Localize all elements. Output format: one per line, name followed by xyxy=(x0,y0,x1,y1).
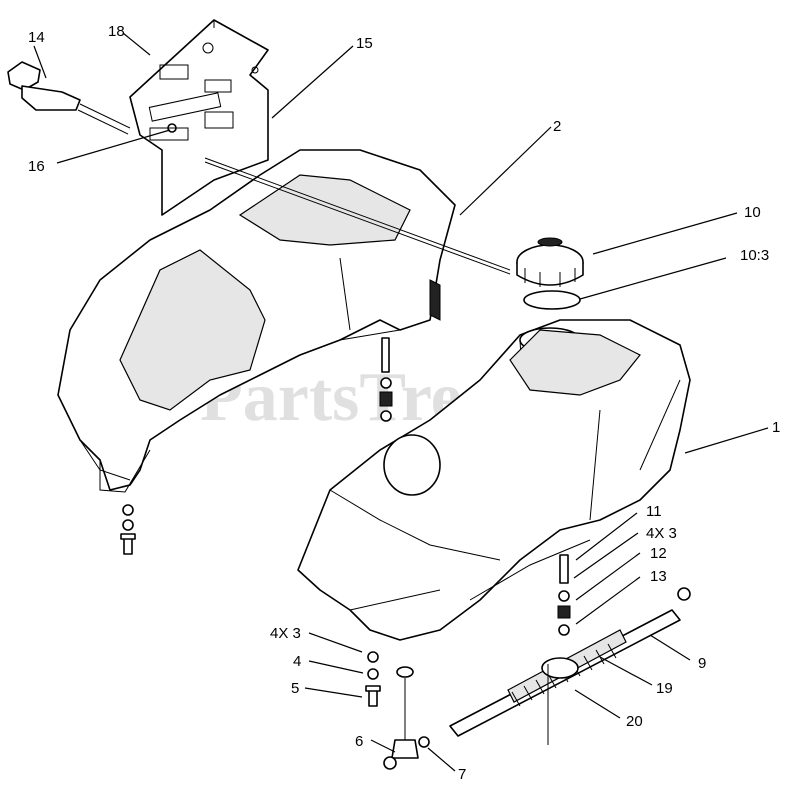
part-7-clamp[interactable] xyxy=(418,736,430,748)
callout-4x3-left: 4X 3 xyxy=(270,625,301,642)
part-6-valve[interactable] xyxy=(383,666,419,770)
callout-7: 7 xyxy=(458,766,466,783)
tank-fasteners-left[interactable] xyxy=(365,651,381,707)
link-rod[interactable] xyxy=(204,157,511,275)
callout-10: 10 xyxy=(744,204,761,221)
callout-20: 20 xyxy=(626,713,643,730)
part-20-cable-tie[interactable] xyxy=(541,657,579,745)
callout-4x3-right: 4X 3 xyxy=(646,525,677,542)
callout-18: 18 xyxy=(108,23,125,40)
part-1-fuel-tank[interactable] xyxy=(297,319,691,641)
callout-15: 15 xyxy=(356,35,373,52)
part-18-mounting-plate[interactable] xyxy=(129,19,269,216)
hose-clip[interactable] xyxy=(677,587,691,601)
callout-16: 16 xyxy=(28,158,45,175)
callout-9: 9 xyxy=(698,655,706,672)
callout-2: 2 xyxy=(553,118,561,135)
callout-5: 5 xyxy=(291,680,299,697)
leader-lines xyxy=(33,32,769,772)
part-2-fender-cover[interactable] xyxy=(57,149,456,493)
callout-12: 12 xyxy=(650,545,667,562)
callout-labels: 14 18 15 16 2 10 10:3 1 11 4X 3 12 13 9 … xyxy=(28,23,780,783)
callout-19: 19 xyxy=(656,680,673,697)
part-14-switch[interactable] xyxy=(7,61,131,135)
callout-1: 1 xyxy=(772,419,780,436)
callout-10-3: 10:3 xyxy=(740,247,769,264)
part-10-3-gasket[interactable] xyxy=(523,290,581,310)
callout-14: 14 xyxy=(28,29,45,46)
callout-11: 11 xyxy=(646,503,662,520)
callout-6: 6 xyxy=(355,733,363,750)
tank-fasteners-right[interactable] xyxy=(557,554,571,636)
callout-13: 13 xyxy=(650,568,667,585)
fender-fasteners-left[interactable] xyxy=(120,504,136,555)
fender-fasteners-middle[interactable] xyxy=(379,337,393,422)
part-10-fuel-cap[interactable] xyxy=(516,237,584,287)
callout-4: 4 xyxy=(293,653,301,670)
